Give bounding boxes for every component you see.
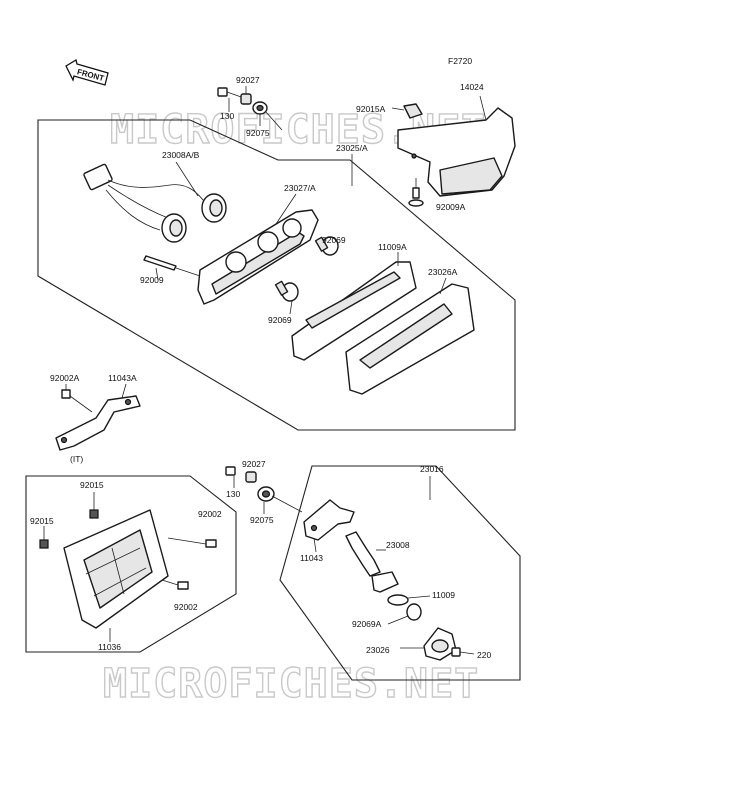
bulb-92069-upper [314, 236, 339, 256]
label-92015-left: 92015 [30, 516, 54, 526]
lamp-assembly-frame [279, 465, 521, 681]
bulb-92069A [406, 603, 422, 621]
part-labels: 92027 130 92075 92015A 14024 23008A/B 23… [30, 75, 491, 660]
label-23027A: 23027/A [284, 183, 316, 193]
bolt-92002-lower [161, 579, 189, 590]
grommet-92075-bottom [257, 486, 275, 502]
label-92015A: 92015A [356, 104, 386, 114]
label-130-top: 130 [220, 111, 234, 121]
plate-bracket-11036 [63, 509, 169, 629]
lamp-socket-23008 [345, 531, 399, 593]
label-23016: 23016 [420, 464, 444, 474]
nut-92015-left [39, 539, 49, 549]
screw-220 [451, 647, 475, 657]
lamp-lens-23026 [423, 627, 457, 661]
label-11043A: 11043A [108, 373, 137, 383]
label-220: 220 [477, 650, 491, 660]
label-92009: 92009 [140, 275, 164, 285]
grommet-92075-top [252, 101, 268, 115]
gasket-11009A [291, 261, 417, 361]
figure-code: F2720 [448, 56, 472, 66]
lamp-bracket-11043 [303, 499, 355, 541]
harness-23008AB [83, 163, 227, 243]
screw-92009A [408, 178, 424, 207]
label-92075-bottom: 92075 [250, 515, 274, 525]
bolt-130-top [217, 87, 245, 99]
label-92027-top: 92027 [236, 75, 260, 85]
label-92002-right: 92002 [198, 509, 222, 519]
label-92002-lower: 92002 [174, 602, 198, 612]
label-23008AB: 23008A/B [162, 150, 200, 160]
label-23008: 23008 [386, 540, 410, 550]
watermark-bottom: MICROFICHES.NET [103, 661, 479, 707]
collar-92027-top [240, 93, 252, 105]
front-arrow-icon: FRONT [65, 58, 109, 86]
label-11009A: 11009A [378, 242, 407, 252]
screw-92009 [143, 255, 201, 281]
label-92002A: 92002A [50, 373, 80, 383]
label-92069-upper: 92069 [322, 235, 346, 245]
nut-92015-top [89, 509, 99, 519]
label-23026: 23026 [366, 645, 390, 655]
gasket-11009 [387, 594, 409, 606]
lamp-housing-23027A [197, 209, 319, 305]
bulb-92069-lower [274, 280, 299, 302]
label-11043: 11043 [300, 553, 323, 563]
label-11009: 11009 [432, 590, 455, 600]
label-14024: 14024 [460, 82, 484, 92]
label-92069-lower: 92069 [268, 315, 292, 325]
bolt-92002-right [167, 537, 217, 548]
plate-frame [25, 475, 237, 653]
upper-assembly-frame [37, 119, 516, 431]
label-130-bottom: 130 [226, 489, 240, 499]
collar-92027-bottom [245, 471, 257, 483]
bolt-130-bottom [225, 466, 236, 476]
bracket-14024 [397, 95, 516, 197]
label-23025A: 23025/A [336, 143, 368, 153]
bracket-11043A [55, 395, 141, 451]
label-11036: 11036 [98, 642, 121, 652]
label-92069A: 92069A [352, 619, 382, 629]
clip-nut-92015A [391, 103, 423, 119]
label-note-it: (IT) [70, 454, 83, 464]
label-92075-top: 92075 [246, 128, 270, 138]
label-92027-bottom: 92027 [242, 459, 266, 469]
label-92009A: 92009A [436, 202, 466, 212]
bolt-92002A [61, 389, 93, 413]
label-92015-top: 92015 [80, 480, 104, 490]
label-23026A: 23026A [428, 267, 458, 277]
lens-23026A [345, 283, 475, 395]
